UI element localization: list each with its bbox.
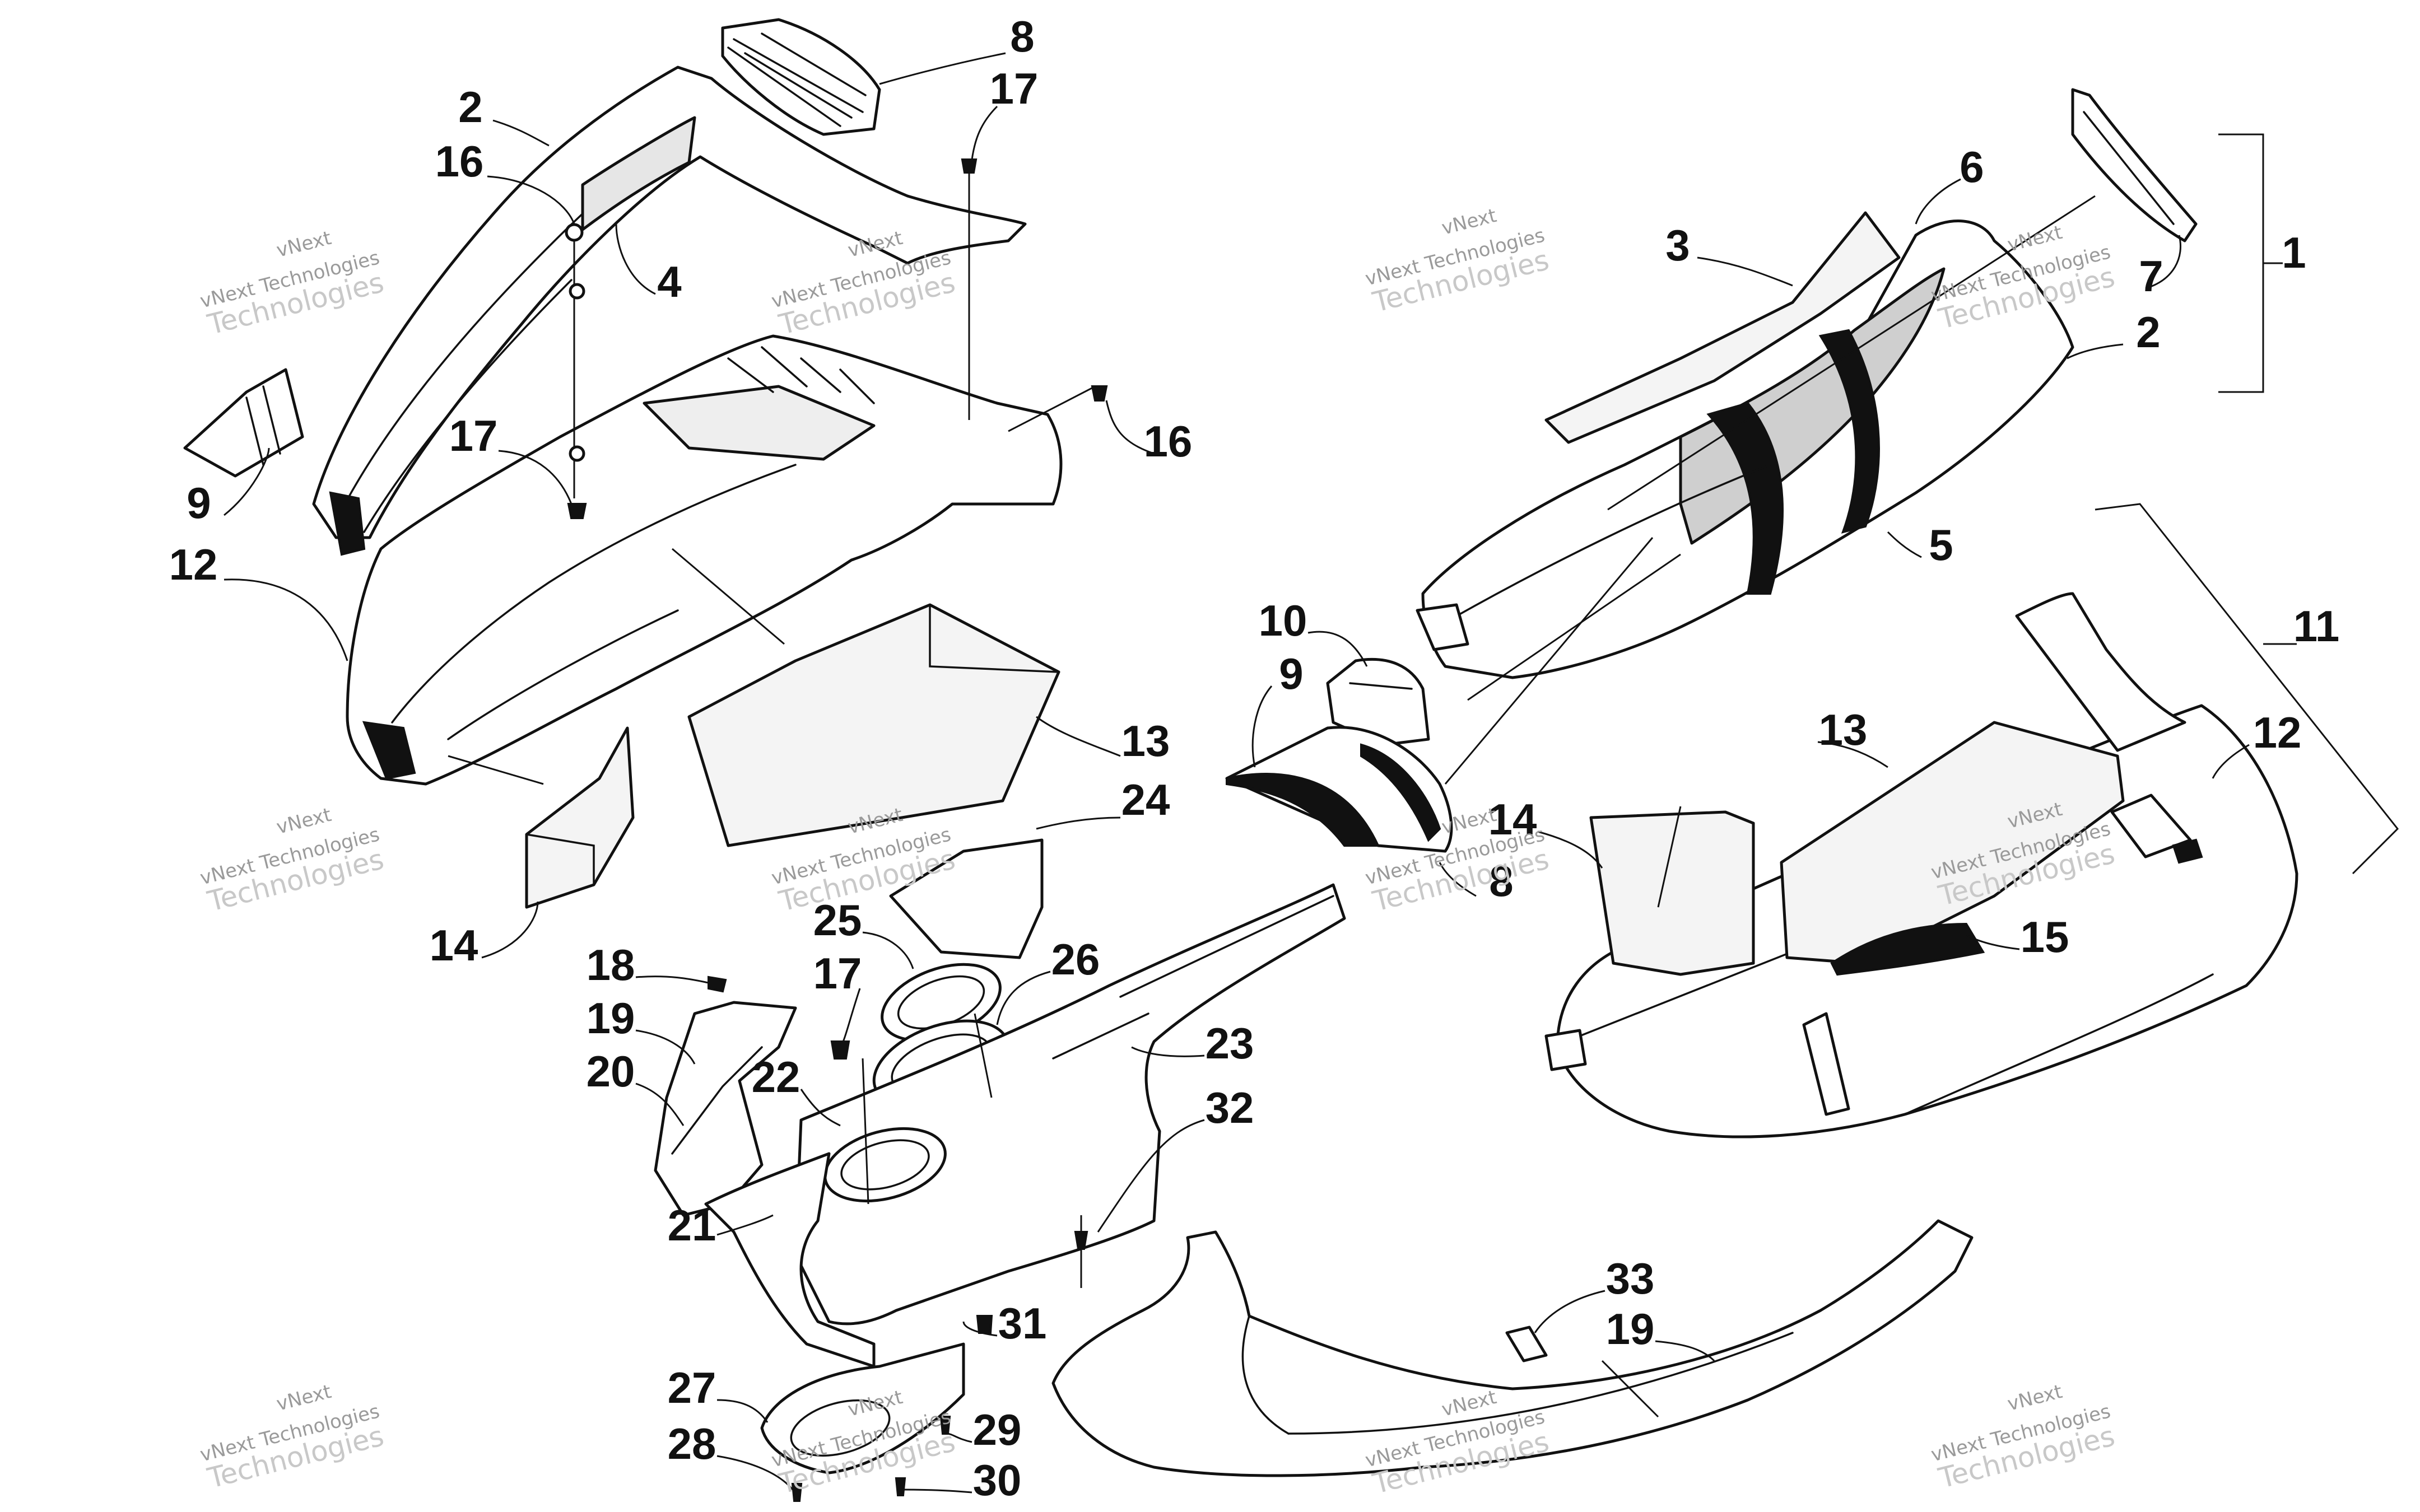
callout-c23: 23 (1206, 1019, 1254, 1068)
watermark-text: vNext (2005, 1380, 2064, 1416)
callout-c31: 31 (998, 1299, 1047, 1348)
watermark-text: vNext (2005, 221, 2064, 256)
vent-part-7 (2071, 88, 2198, 242)
callout-c15: 15 (2021, 912, 2069, 962)
callout-c32: 32 (1206, 1083, 1254, 1132)
callout-c33: 33 (1606, 1254, 1655, 1303)
callout-c2b: 2 (2136, 307, 2160, 357)
bracket-part-27 (760, 1342, 965, 1474)
callout-c25: 25 (813, 895, 862, 945)
callout-c8a: 8 (1010, 12, 1034, 61)
callout-c2a: 2 (458, 82, 482, 132)
trim-plate-part-24 (889, 838, 1044, 959)
callout-c28: 28 (668, 1419, 716, 1468)
callout-c13b: 13 (1819, 705, 1868, 754)
callout-c18: 18 (587, 940, 635, 990)
side-vent-part-9 (183, 368, 304, 478)
vent-grille-part-8 (721, 18, 881, 136)
callout-c3: 3 (1665, 221, 1690, 270)
callout-c30: 30 (973, 1455, 1022, 1505)
callout-c12b: 12 (2253, 708, 2302, 757)
callout-c9b: 9 (1279, 649, 1303, 698)
callout-c16a: 16 (435, 137, 484, 186)
watermark-text: vNext (274, 227, 333, 262)
lower-panel-part-21 (704, 1152, 876, 1368)
watermark-text: vNext (274, 1380, 333, 1416)
hood-top-part-2 (312, 66, 1027, 539)
foam-block-part-14-left (525, 726, 635, 909)
callout-c19a: 19 (587, 993, 635, 1043)
callout-c27: 27 (668, 1363, 716, 1412)
callout-c20: 20 (587, 1047, 635, 1096)
callout-c17a: 17 (990, 64, 1039, 113)
callout-c11: 11 (2293, 601, 2339, 651)
leader-lines (224, 52, 2399, 1494)
callout-c22: 22 (752, 1052, 801, 1102)
callout-c24: 24 (1121, 775, 1170, 824)
callout-c5: 5 (1929, 520, 1953, 570)
callout-c21: 21 (668, 1201, 716, 1250)
callout-c17b: 17 (449, 411, 498, 460)
decal-part-15 (1830, 922, 1985, 976)
belly-pan-part-22 (794, 883, 1346, 1326)
callout-c29: 29 (973, 1405, 1022, 1454)
watermark-text: vNext (1439, 204, 1498, 240)
callout-c7: 7 (2139, 251, 2163, 301)
callout-c14b: 14 (1488, 795, 1537, 844)
callout-c17c: 17 (813, 949, 862, 998)
hardware-bolts (565, 158, 1108, 1502)
graphic-vent-part-9-right (1225, 726, 1453, 853)
callout-c4: 4 (657, 257, 681, 306)
foam-block-part-14-right (1589, 810, 1755, 976)
callout-c10: 10 (1259, 596, 1307, 645)
screen-part-10 (1326, 657, 1430, 746)
callout-c1: 1 (2282, 228, 2306, 277)
hood-bottom-part-12 (329, 334, 1063, 786)
side-panel-part-3 (1544, 211, 1901, 444)
side-panel-part-19-right (1051, 1219, 1974, 1477)
callout-c12a: 12 (169, 540, 218, 589)
callout-c19b: 19 (1606, 1304, 1655, 1354)
foam-pad-part-13-right (1780, 721, 2125, 965)
callout-c9a: 9 (187, 478, 211, 528)
callout-c8b: 8 (1489, 856, 1513, 906)
foam-pad-part-13 (687, 603, 1060, 847)
callout-c26: 26 (1051, 935, 1100, 984)
watermark-text: vNext (274, 804, 333, 839)
callout-c6: 6 (1960, 142, 1984, 192)
callout-c14a: 14 (430, 921, 478, 970)
hood-part-2-right (1416, 220, 2074, 679)
callout-c16b: 16 (1144, 417, 1193, 466)
callout-c13a: 13 (1121, 716, 1170, 766)
